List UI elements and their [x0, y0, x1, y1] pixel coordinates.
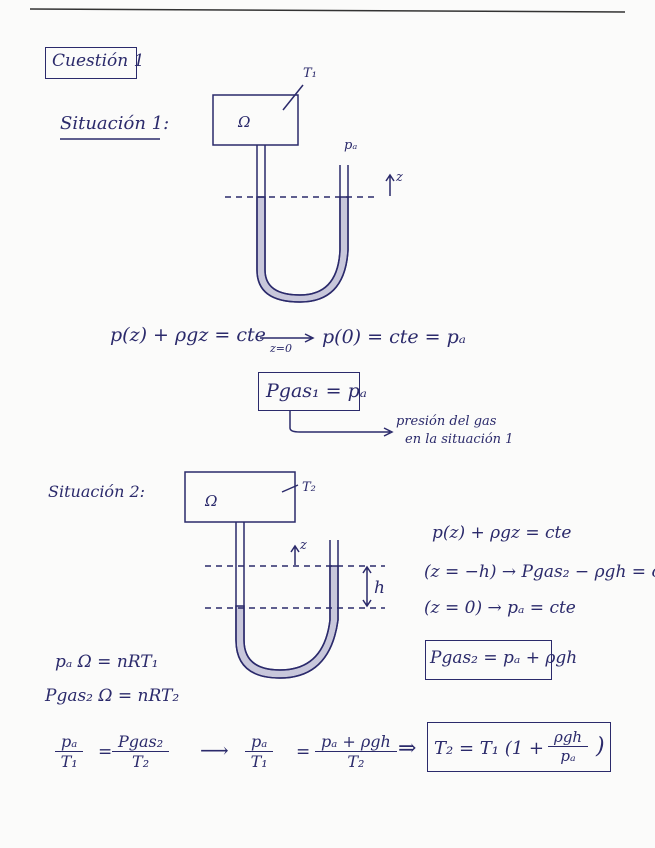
denominator: pₐ: [560, 747, 576, 765]
note-line-2: en la situación 1: [405, 432, 514, 447]
tank2-label: Ω: [205, 492, 218, 510]
final-prefix: T₂ = T₁ (1 +: [434, 738, 544, 759]
numerator: ρgh: [548, 728, 589, 747]
eq-arrow-1: [260, 333, 315, 343]
denominator: T₂: [132, 752, 150, 771]
final-result-box: [427, 722, 611, 772]
numerator: pₐ: [245, 732, 274, 752]
numerator: Pgas₂: [112, 732, 170, 752]
numerator: pₐ + ρgh: [315, 732, 397, 752]
denominator: T₁: [60, 752, 78, 771]
result-1: p(0) = cte = pₐ: [322, 326, 466, 348]
z-label-1: z: [396, 170, 403, 185]
h-arrow: [362, 565, 372, 608]
heading-box: [45, 47, 137, 79]
final-suffix: ): [596, 734, 605, 759]
boxed-text-2: Pgas₂ = pₐ + ρgh: [430, 648, 578, 668]
heading: Cuestión 1: [52, 51, 145, 71]
liquid-2: [235, 565, 339, 679]
equals-1: =: [98, 742, 113, 762]
numerator: pₐ: [55, 732, 84, 752]
t2-pointer: [281, 484, 299, 493]
arrow-condition: z=0: [270, 342, 293, 355]
denominator: T₁: [250, 752, 268, 771]
t1-pointer: [282, 84, 304, 111]
boxed-result-2: [425, 640, 552, 680]
equation-1: p(z) + ρgz = cte: [110, 324, 266, 346]
situation1-title: Situación 1:: [60, 113, 170, 134]
note-arrow: [289, 410, 394, 437]
tank-1: [212, 94, 299, 146]
z-label-2: z: [300, 538, 307, 553]
arrow-1: ⟶: [200, 738, 229, 762]
equals-2: =: [296, 742, 311, 762]
note-line-1: presión del gas: [396, 414, 497, 429]
pa-label: pₐ: [344, 138, 358, 153]
denominator: T₂: [347, 752, 365, 771]
eq2-2: (z = −h) → Pgas₂ − ρgh = cte: [424, 562, 655, 582]
eq2-3: (z = 0) → pₐ = cte: [424, 598, 576, 618]
eq2-1: p(z) + ρgz = cte: [432, 523, 572, 543]
z-arrow-1: [385, 173, 395, 196]
tank-2: [184, 471, 296, 523]
page-top-line: [29, 8, 626, 13]
t2-label: T₂: [302, 480, 316, 495]
implies-arrow: ⇒: [398, 736, 417, 761]
tank1-label: Ω: [238, 113, 251, 131]
h-label: h: [374, 578, 385, 598]
t1-label: T₁: [303, 66, 317, 81]
boxed-text-1: Pgas₁ = pₐ: [266, 380, 367, 402]
gas-law-1: pₐ Ω = nRT₁: [55, 652, 159, 672]
boxed-result-1: [258, 372, 360, 411]
situation2-title: Situación 2:: [48, 482, 146, 501]
liquid-1: [256, 196, 349, 303]
gas-law-2: Pgas₂ Ω = nRT₂: [45, 686, 180, 706]
z-arrow-2: [290, 544, 300, 565]
